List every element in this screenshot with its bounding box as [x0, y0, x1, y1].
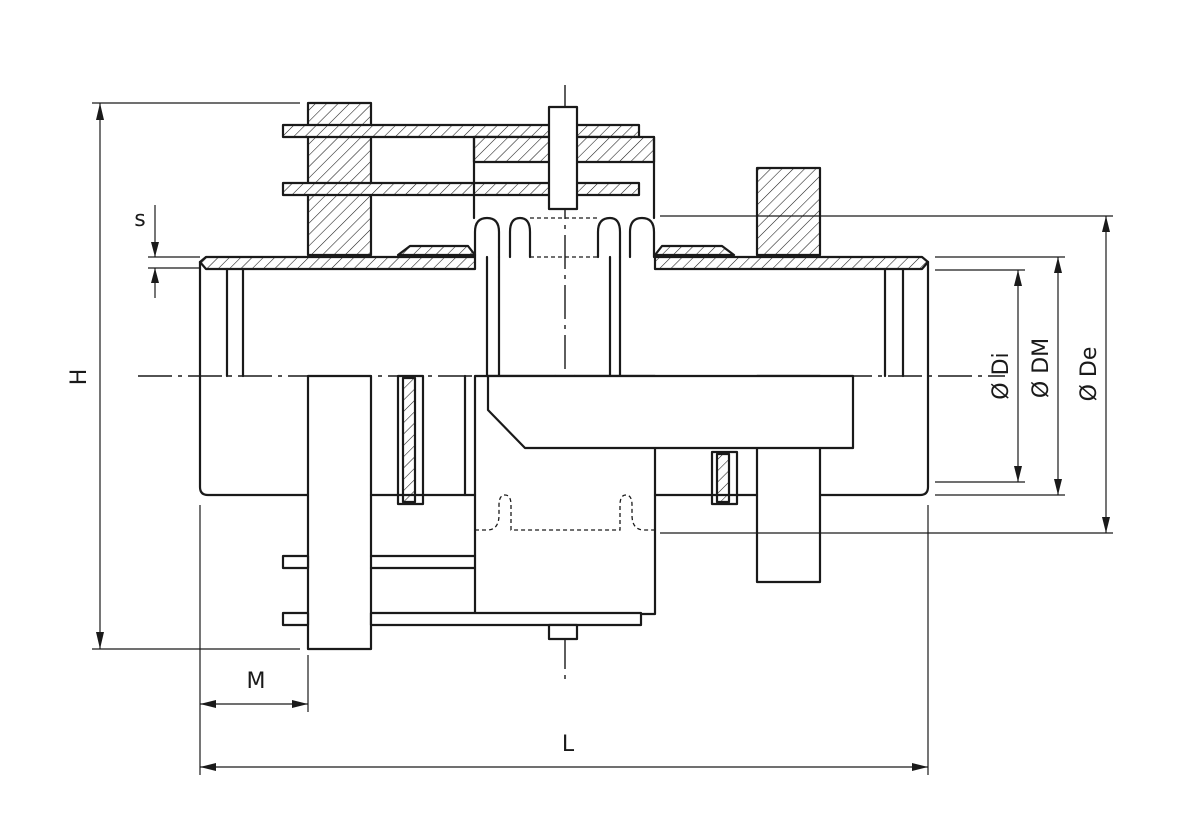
left-collar-groove: [401, 376, 417, 504]
de-arrow-top: [1102, 216, 1110, 232]
pipe-ends: [198, 244, 930, 271]
s-arrow-bottom: [151, 268, 159, 283]
pipe-body: [198, 260, 930, 497]
di-arrow-bottom: [1014, 466, 1022, 482]
dm-arrow-bottom: [1054, 479, 1062, 495]
label-de: Ø De: [1077, 347, 1102, 402]
label-m: M: [247, 669, 266, 694]
bellows-right-convolutions: [596, 216, 656, 259]
right-pipe-wall: [653, 255, 930, 271]
dimension-lines: [92, 102, 1113, 775]
h-arrow-top: [96, 103, 104, 120]
dm-arrow-top: [1054, 257, 1062, 273]
label-s: s: [134, 207, 145, 232]
tie-rod-bolt: [547, 105, 579, 211]
inner-guide-sleeve: [486, 374, 855, 450]
label-h: H: [67, 369, 92, 386]
right-flange-upper: [755, 166, 822, 257]
l-arrow-left: [200, 763, 216, 771]
right-collar-groove: [715, 452, 731, 504]
label-l: L: [562, 732, 575, 757]
tie-rod-lower: [281, 181, 641, 197]
bellows-hidden-lower: [475, 494, 655, 531]
lower-bolt: [547, 623, 579, 641]
tie-rod-lower-1: [281, 554, 310, 570]
tie-rod-lower-2: [281, 611, 310, 627]
m-arrow-right: [292, 700, 308, 708]
right-pipe-outline: [818, 260, 930, 497]
left-flange-lower: [306, 374, 373, 651]
de-arrow-bottom: [1102, 517, 1110, 533]
tie-rod-assembly-top: [281, 101, 822, 257]
dimension-labels: s H M L Ø Di Ø DM Ø De: [67, 207, 1102, 757]
lower-view: [281, 374, 855, 651]
h-arrow-bottom: [96, 632, 104, 649]
s-arrow-top: [151, 242, 159, 257]
l-arrow-right: [912, 763, 928, 771]
label-dm: Ø DM: [1029, 338, 1054, 398]
m-arrow-left: [200, 700, 216, 708]
left-pipe-outline: [198, 260, 310, 497]
di-arrow-top: [1014, 270, 1022, 286]
right-weld-collar: [653, 244, 736, 257]
left-weld-collar: [396, 244, 477, 257]
label-di: Ø Di: [989, 352, 1014, 399]
left-pipe-wall: [198, 255, 477, 271]
tie-rod-lower-bar: [369, 611, 643, 627]
tie-rod-upper: [281, 123, 641, 139]
bellows-left-convolutions: [473, 216, 532, 259]
